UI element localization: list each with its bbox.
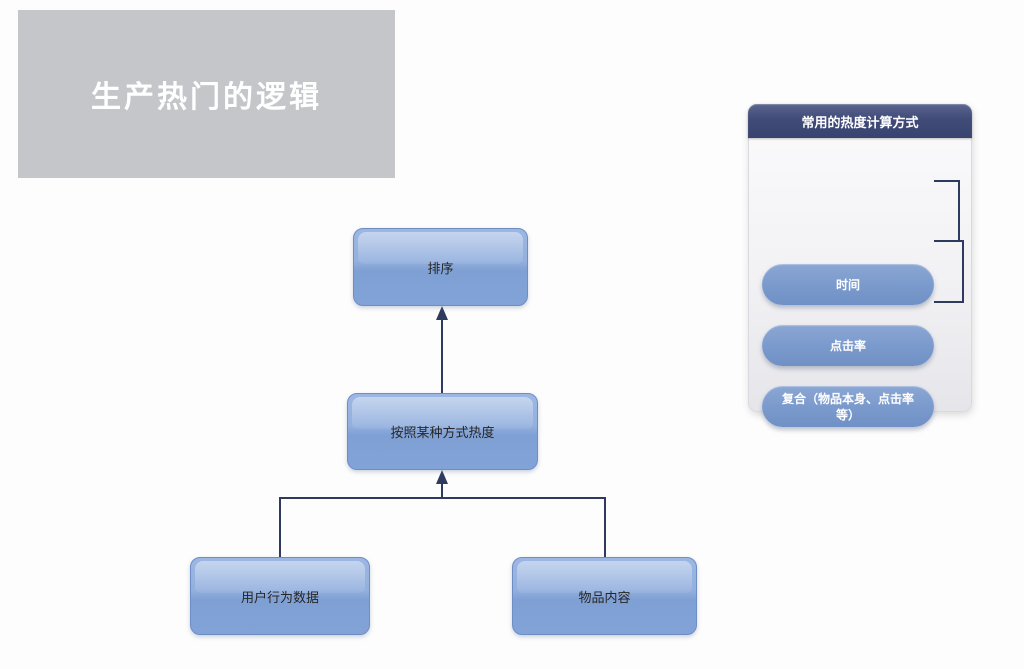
connector-bottom-tree <box>279 497 606 557</box>
panel-item-time: 时间 <box>762 264 934 305</box>
panel-title: 常用的热度计算方式 <box>801 114 919 130</box>
arrowhead-heat-to-sort <box>436 306 448 320</box>
page-title: 生产热门的逻辑 <box>91 81 322 114</box>
panel-item-click-rate: 点击率 <box>762 325 934 366</box>
panel-item-composite: 复合（物品本身、点击率等） <box>762 386 934 427</box>
connector-time-to-ctr <box>934 180 960 242</box>
flow-node-sort: 排序 <box>353 228 528 306</box>
pill-label: 时间 <box>835 277 860 292</box>
panel-connectors-svg <box>934 180 964 303</box>
node-label: 按照某种方式热度 <box>390 425 495 440</box>
pill-label: 复合（物品本身、点击率等） <box>781 391 914 422</box>
heat-methods-panel: 常用的热度计算方式 时间 点击率 复合（物品本身、点击率等） <box>748 104 972 427</box>
title-block: 生产热门的逻辑 <box>18 10 395 178</box>
flow-node-heat: 按照某种方式热度 <box>347 393 538 470</box>
pill-label: 点击率 <box>829 338 866 353</box>
node-label: 排序 <box>427 260 454 276</box>
flow-node-user-behavior: 用户行为数据 <box>190 557 370 635</box>
node-label: 用户行为数据 <box>240 589 319 605</box>
connector-ctr-to-composite <box>934 240 964 303</box>
node-label: 物品内容 <box>578 589 631 605</box>
panel-header: 常用的热度计算方式 <box>748 104 972 138</box>
flow-node-item-content: 物品内容 <box>512 557 697 635</box>
arrowhead-tree-to-heat <box>436 470 448 484</box>
